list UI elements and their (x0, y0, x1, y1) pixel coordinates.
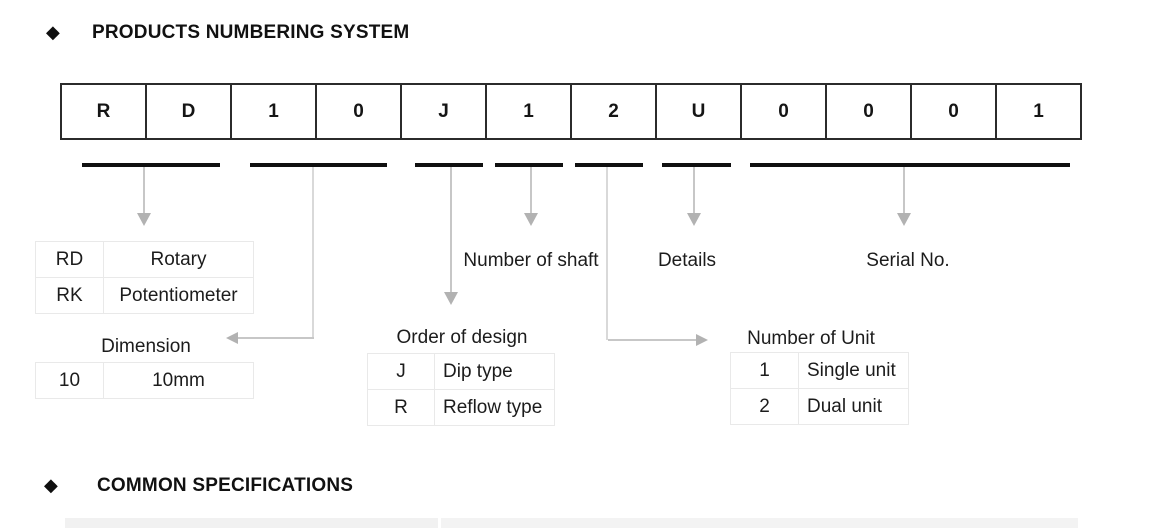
arrow-down-icon (530, 167, 532, 214)
table-row: J Dip type (368, 354, 554, 389)
table-cell: Reflow type (434, 390, 554, 425)
label-number-of-unit: Number of Unit (747, 328, 875, 349)
specs-table-fragment (65, 518, 438, 528)
code-cell: 0 (910, 85, 995, 138)
arrow-down-icon (687, 213, 701, 226)
arrow-left-icon (226, 332, 238, 344)
underline-serial-no (750, 163, 1070, 167)
connector-line (312, 167, 314, 339)
label-order-of-design: Order of design (396, 327, 528, 348)
section-heading-common-specifications: COMMON SPECIFICATIONS (97, 475, 354, 496)
connector-line (606, 167, 608, 340)
diamond-bullet-icon: ◆ (46, 22, 60, 42)
table-row: RD Rotary (36, 242, 253, 277)
table-cell: RD (55, 248, 84, 270)
underline-number-of-unit (575, 163, 643, 167)
code-cell: R (96, 100, 111, 122)
label-serial-no: Serial No. (866, 250, 950, 271)
code-cell: 1 (485, 85, 570, 138)
table-cell: Single unit (798, 353, 908, 388)
code-cell: 2 (570, 85, 655, 138)
code-cell: 1 (230, 85, 315, 138)
table-cell: R (394, 396, 408, 418)
code-cell: U (655, 85, 740, 138)
code-cell: J (400, 85, 485, 138)
underline-number-of-shaft (495, 163, 563, 167)
underline-product-type (82, 163, 220, 167)
table-cell: Potentiometer (103, 278, 253, 313)
arrow-down-icon (450, 167, 452, 293)
product-type-table: RD Rotary RK Potentiometer (35, 241, 254, 314)
table-cell: 10mm (103, 363, 253, 398)
underline-order-of-design (415, 163, 483, 167)
table-row: R Reflow type (368, 389, 554, 425)
product-code-boxes: R D 1 0 J 1 2 U 0 0 0 1 (60, 83, 1082, 140)
table-cell: RK (56, 284, 83, 306)
label-number-of-shaft: Number of shaft (463, 250, 599, 271)
table-row: 1 Single unit (731, 353, 908, 388)
arrow-down-icon (693, 167, 695, 214)
arrow-right-icon (608, 339, 696, 341)
arrow-down-icon (137, 213, 151, 226)
arrow-down-icon (903, 167, 905, 214)
table-row: 10 10mm (36, 363, 253, 398)
table-row: 2 Dual unit (731, 388, 908, 424)
arrow-down-icon (524, 213, 538, 226)
label-dimension: Dimension (101, 336, 191, 357)
table-cell: 1 (759, 359, 770, 381)
table-row: RK Potentiometer (36, 277, 253, 313)
arrow-right-icon (696, 334, 708, 346)
arrow-down-icon (897, 213, 911, 226)
section-heading-numbering-system: PRODUCTS NUMBERING SYSTEM (92, 22, 410, 43)
table-cell: Dip type (434, 354, 554, 389)
code-cell: 1 (995, 85, 1080, 138)
arrow-down-icon (444, 292, 458, 305)
dimension-table: 10 10mm (35, 362, 254, 399)
underline-details (662, 163, 731, 167)
table-cell: Rotary (103, 242, 253, 277)
specs-table-fragment (441, 518, 1078, 528)
code-cell: 0 (825, 85, 910, 138)
number-of-unit-table: 1 Single unit 2 Dual unit (730, 352, 909, 425)
table-cell: Dual unit (798, 389, 908, 424)
order-of-design-table: J Dip type R Reflow type (367, 353, 555, 426)
diamond-bullet-icon: ◆ (44, 475, 58, 495)
label-details: Details (657, 250, 717, 271)
code-cell: 0 (740, 85, 825, 138)
table-cell: 2 (759, 395, 770, 417)
arrow-down-icon (143, 167, 145, 214)
table-cell: J (396, 360, 406, 382)
code-cell: D (145, 85, 230, 138)
underline-dimension (250, 163, 387, 167)
table-cell: 10 (58, 369, 81, 391)
code-cell: 0 (315, 85, 400, 138)
arrow-left-icon (238, 337, 314, 339)
